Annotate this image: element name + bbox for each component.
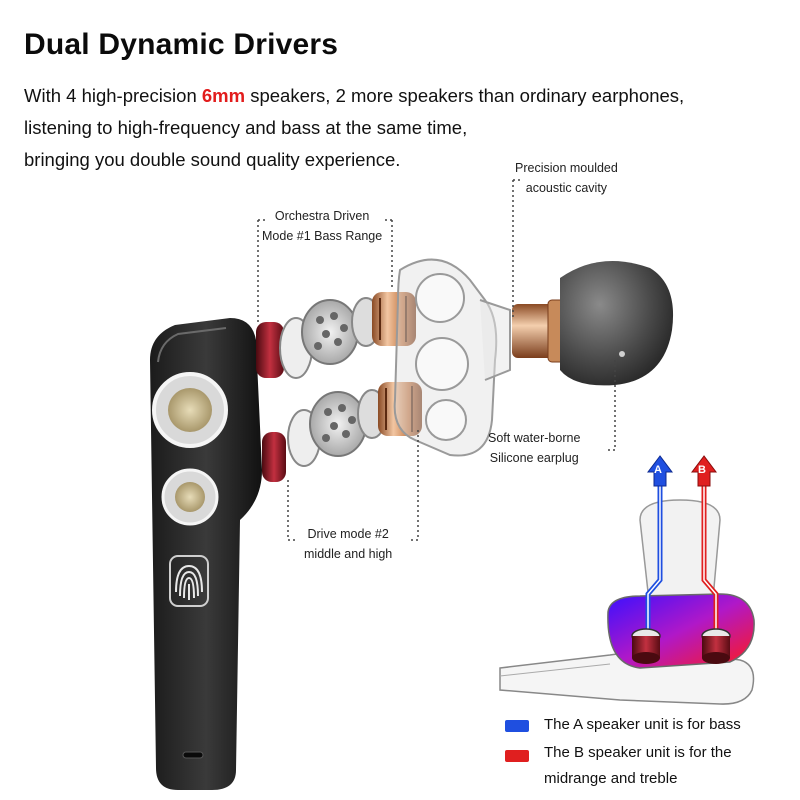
intro-line-1-end: speakers, 2 more speakers than ordinary … xyxy=(245,85,685,106)
callout-acoustic-cavity: Precision moulded acoustic cavity xyxy=(515,158,618,198)
mid-high-driver-assembly xyxy=(287,382,422,467)
callout-mid-driver-line1: Drive mode #2 xyxy=(307,527,389,541)
speaker-cross-section xyxy=(499,455,755,705)
arrow-b-label: B xyxy=(698,464,706,476)
callout-bass-driver-line1: Orchestra Driven xyxy=(274,209,370,223)
legend-text-a: The A speaker unit is for bass xyxy=(544,716,741,733)
arrow-a-icon xyxy=(647,455,673,487)
callout-leaders xyxy=(257,179,616,541)
bass-driver-assembly xyxy=(279,292,416,379)
earphone-body xyxy=(150,318,262,790)
speaker-unit-a xyxy=(631,628,661,664)
intro-text: With 4 high-precision 6mm speakers, 2 mo… xyxy=(24,80,764,176)
callout-earplug-line1: Soft water-borne xyxy=(488,431,581,445)
arrow-b-icon xyxy=(691,455,717,487)
nozzle-and-eartip xyxy=(512,260,674,386)
callout-earplug: Soft water-borne Silicone earplug xyxy=(488,428,580,468)
intro-line-1-start: With 4 high-precision xyxy=(24,85,202,106)
intro-line-1: With 4 high-precision 6mm speakers, 2 mo… xyxy=(24,80,764,112)
intro-line-2: listening to high-frequency and bass at … xyxy=(24,117,468,138)
speaker-unit-b xyxy=(701,628,731,664)
callout-mid-driver: Drive mode #2 middle and high xyxy=(304,524,392,564)
arrow-a-label: A xyxy=(654,464,662,476)
legend-swatch-b xyxy=(505,750,529,762)
red-mount-lower xyxy=(262,432,286,482)
legend-text-b-cont: midrange and treble xyxy=(544,770,678,787)
intro-line-3: bringing you double sound quality experi… xyxy=(24,149,401,170)
charging-port xyxy=(182,751,204,759)
acoustic-cavity xyxy=(393,258,511,457)
callout-mid-driver-line2: middle and high xyxy=(304,547,393,561)
page-title: Dual Dynamic Drivers xyxy=(24,28,339,61)
fingerprint-icon xyxy=(169,555,209,607)
callout-acoustic-cavity-line1: Precision moulded xyxy=(515,161,618,175)
callout-earplug-line2: Silicone earplug xyxy=(489,451,579,465)
callout-bass-driver-line2: Mode #1 Bass Range xyxy=(262,229,383,243)
legend-swatch-a xyxy=(505,720,529,732)
red-mount-upper xyxy=(256,322,284,378)
callout-acoustic-cavity-line2: acoustic cavity xyxy=(525,181,608,195)
callout-bass-driver: Orchestra Driven Mode #1 Bass Range xyxy=(262,206,382,246)
legend-text-b: The B speaker unit is for the xyxy=(544,744,732,761)
highlight-6mm: 6mm xyxy=(201,85,246,106)
